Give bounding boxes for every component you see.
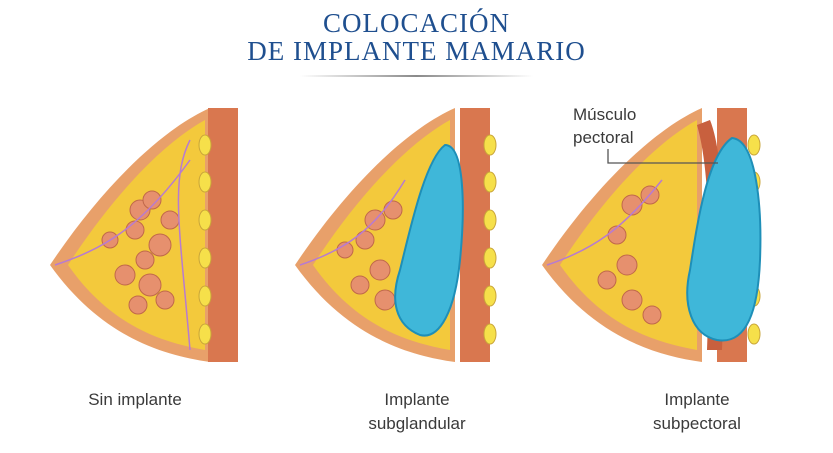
caption-subglandular: Implante subglandular [322,388,512,436]
caption-line: subglandular [368,414,466,433]
callout-leader-line [607,149,718,164]
caption-line: Implante [664,390,730,409]
breast-diagram-subpectoral [542,108,762,362]
caption-subpectoral: Implante subpectoral [602,388,792,436]
callout-line-2: pectoral [573,128,634,147]
caption-line: Implante [384,390,450,409]
title-divider [300,75,533,77]
breast-anatomy [50,108,238,362]
implant-subglandular [394,143,464,337]
pectoral-muscle-label: Músculo pectoral [573,103,663,149]
caption-line: subpectoral [653,414,741,433]
breast-anatomy [542,108,762,362]
caption-line: Sin implante [88,390,182,409]
breast-anatomy [295,108,497,362]
implant-subpectoral [686,136,762,342]
breast-diagram-subglandular [295,108,497,362]
caption-sin-implante: Sin implante [40,388,230,412]
title-line-1: COLOCACIÓN [322,8,510,38]
title-line-2: DE IMPLANTE MAMARIO [247,36,586,66]
callout-line-1: Músculo [573,105,637,124]
breast-diagram-no-implant [50,108,238,362]
